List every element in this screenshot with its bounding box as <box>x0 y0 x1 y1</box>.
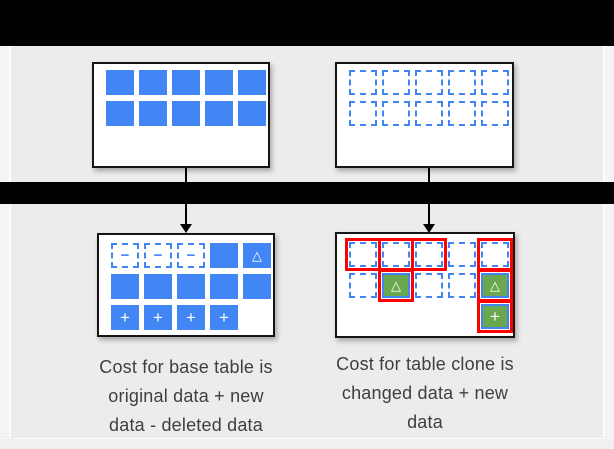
plus-symbol-icon: + <box>219 307 229 327</box>
middle-letterbox-bar <box>0 182 614 204</box>
cell-solid <box>111 274 139 299</box>
cell-solid <box>144 274 172 299</box>
cell-solid <box>139 70 167 95</box>
right-edge-gutter <box>603 46 614 437</box>
cell-dashed <box>448 101 476 126</box>
minus-symbol-icon: − <box>120 247 130 264</box>
base-table-after-changes-grid: − − − △ + + + + <box>111 243 271 330</box>
minus-symbol-icon: − <box>186 247 196 264</box>
cell-solid <box>177 274 205 299</box>
plus-symbol-icon: + <box>120 307 130 327</box>
table-clone-arrow-head-icon <box>423 224 435 233</box>
cell-green-plus-red: + <box>477 300 513 333</box>
cell-dashed <box>382 101 410 126</box>
cell-dashed-red <box>378 238 414 271</box>
cell-solid-delta: △ <box>243 243 271 268</box>
base-table-after-changes-box: − − − △ + + + + <box>97 233 275 337</box>
cell-solid <box>205 101 233 126</box>
base-table-arrow-head-icon <box>180 224 192 233</box>
cell-solid <box>106 70 134 95</box>
delta-symbol-icon: △ <box>490 278 500 293</box>
cell-green-delta-red: △ <box>477 269 513 302</box>
cell-dashed-red <box>345 238 381 271</box>
delta-symbol-icon: △ <box>252 248 262 263</box>
cell-solid <box>238 101 266 126</box>
base-table-box <box>92 62 270 168</box>
plus-symbol-icon: + <box>186 307 196 327</box>
cell-dashed-minus: − <box>111 243 139 268</box>
table-clone-box <box>335 62 514 168</box>
cell-solid <box>238 70 266 95</box>
cell-green-delta-red: △ <box>378 269 414 302</box>
cell-solid <box>210 274 238 299</box>
cell-solid <box>172 70 200 95</box>
cell-dashed <box>349 273 377 298</box>
plus-symbol-icon: + <box>490 306 500 326</box>
cell-solid <box>106 101 134 126</box>
cell-solid <box>243 274 271 299</box>
cell-dashed <box>349 70 377 95</box>
cell-dashed <box>481 70 509 95</box>
table-clone-after-changes-grid: △ △ + <box>345 238 513 333</box>
cell-solid <box>139 101 167 126</box>
cell-solid-plus: + <box>177 305 205 330</box>
cell-dashed-minus: − <box>177 243 205 268</box>
cell-solid <box>205 70 233 95</box>
cell-solid-plus: + <box>144 305 172 330</box>
cell-solid-plus: + <box>210 305 238 330</box>
cell-dashed-red <box>411 238 447 271</box>
cell-dashed <box>415 273 443 298</box>
cell-dashed <box>382 70 410 95</box>
cell-solid-plus: + <box>111 305 139 330</box>
minus-symbol-icon: − <box>153 247 163 264</box>
cell-dashed <box>448 273 476 298</box>
cell-solid <box>172 101 200 126</box>
cell-solid <box>210 243 238 268</box>
cell-dashed-red <box>477 238 513 271</box>
cell-dashed-minus: − <box>144 243 172 268</box>
cell-dashed <box>415 70 443 95</box>
top-letterbox-bar <box>0 0 614 46</box>
cell-dashed <box>415 101 443 126</box>
base-table-cost-caption: Cost for base table is original data + n… <box>99 357 273 435</box>
left-edge-gutter <box>0 46 11 437</box>
plus-symbol-icon: + <box>153 307 163 327</box>
cell-dashed <box>349 101 377 126</box>
cell-dashed <box>448 70 476 95</box>
cell-dashed <box>481 101 509 126</box>
cell-dashed <box>448 242 476 267</box>
table-clone-grid <box>349 70 509 126</box>
bottom-edge-strip <box>0 438 614 449</box>
table-clone-cost-caption: Cost for table clone is changed data + n… <box>336 354 514 432</box>
table-clone-after-changes-box: △ △ + <box>335 232 515 338</box>
base-table-grid <box>106 70 266 126</box>
delta-symbol-icon: △ <box>391 278 401 293</box>
